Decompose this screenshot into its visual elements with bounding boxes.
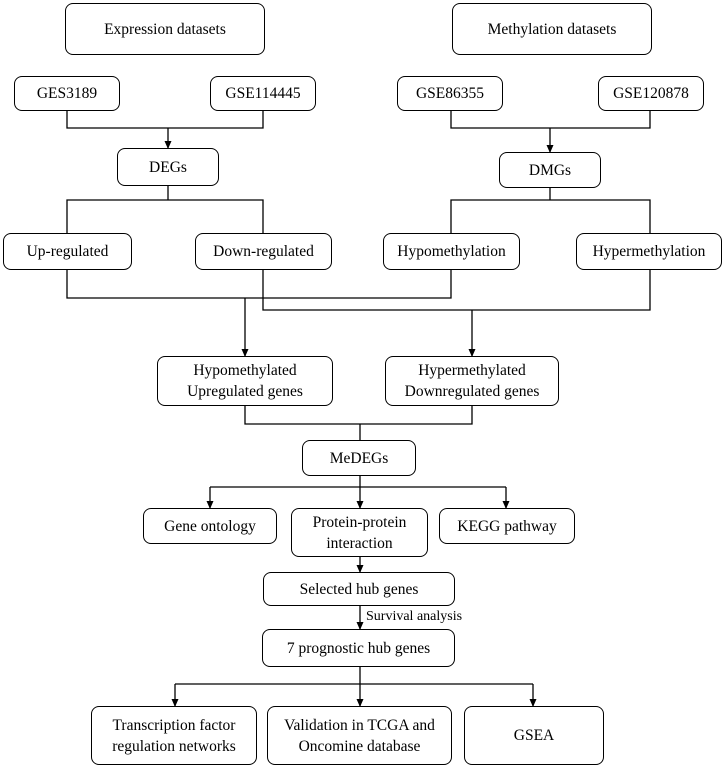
gsea-label: GSEA <box>513 727 555 744</box>
transcription-factor-box: Transcription factor regulation networks <box>91 706 257 765</box>
hypermethylation-box: Hypermethylation <box>576 233 722 270</box>
dmgs-box: DMGs <box>499 152 601 188</box>
gene-ontology-label: Gene ontology <box>164 517 256 535</box>
validation-line2: Oncomine database <box>298 737 421 755</box>
kegg-pathway-label: KEGG pathway <box>457 517 557 535</box>
down-regulated-box: Down-regulated <box>195 233 332 270</box>
degs-box: DEGs <box>117 148 219 186</box>
connector-datasets-to-dmgs <box>450 110 651 129</box>
gse114445-box: GSE114445 <box>210 76 316 111</box>
connector-merge-medegs <box>244 406 473 425</box>
hypermethylated-line1: Hypermethylated <box>418 362 526 379</box>
selected-hub-genes-label: Selected hub genes <box>299 580 419 598</box>
up-regulated-label: Up-regulated <box>26 243 109 260</box>
down-regulated-label: Down-regulated <box>213 243 314 260</box>
prognostic-hub-genes-box: 7 prognostic hub genes <box>262 629 455 667</box>
ppi-line2: interaction <box>326 534 393 552</box>
expression-datasets-box: Expression datasets <box>65 3 265 55</box>
gene-ontology-box: Gene ontology <box>143 508 277 544</box>
tf-line1: Transcription factor <box>112 716 236 734</box>
dmgs-label: DMGs <box>528 161 572 179</box>
ges3189-label: GES3189 <box>36 85 98 102</box>
validation-box: Validation in TCGA and Oncomine database <box>267 706 452 765</box>
medegs-box: MeDEGs <box>302 440 416 476</box>
tf-line2: regulation networks <box>112 737 236 755</box>
hypomethylated-line1: Hypomethylated <box>193 362 297 379</box>
hypomethylation-box: Hypomethylation <box>383 233 520 270</box>
ges3189-box: GES3189 <box>14 76 120 111</box>
prognostic-hub-genes-label: 7 prognostic hub genes <box>286 639 431 657</box>
up-regulated-box: Up-regulated <box>3 233 132 270</box>
gse120878-box: GSE120878 <box>598 76 704 111</box>
gse120878-label: GSE120878 <box>613 85 689 102</box>
protein-protein-interaction-box: Protein-protein interaction <box>291 508 428 557</box>
selected-hub-genes-box: Selected hub genes <box>263 572 455 606</box>
hypermethylated-line2: Downregulated genes <box>404 383 540 400</box>
gse86355-box: GSE86355 <box>397 76 503 111</box>
degs-label: DEGs <box>149 158 187 176</box>
medegs-label: MeDEGs <box>329 449 389 467</box>
survival-analysis-label: Survival analysis <box>366 609 463 624</box>
connector-down-hyper <box>262 270 651 311</box>
connector-degs-split <box>66 199 264 233</box>
gse86355-label: GSE86355 <box>415 85 485 102</box>
hypomethylation-label: Hypomethylation <box>397 243 506 260</box>
hypermethylation-label: Hypermethylation <box>592 243 706 260</box>
gsea-box: GSEA <box>464 706 604 765</box>
connector-datasets-to-degs <box>66 110 264 129</box>
expression-datasets-label: Expression datasets <box>104 20 226 38</box>
validation-line1: Validation in TCGA and <box>284 716 435 734</box>
hypermethylated-downregulated-box: Hypermethylated Downregulated genes <box>385 356 559 406</box>
kegg-pathway-box: KEGG pathway <box>439 508 575 544</box>
methylation-datasets-label: Methylation datasets <box>487 20 617 38</box>
ppi-line1: Protein-protein <box>312 513 407 531</box>
gse114445-label: GSE114445 <box>225 85 301 102</box>
connector-dmgs-split <box>450 199 651 233</box>
hypomethylated-line2: Upregulated genes <box>187 383 303 400</box>
methylation-datasets-box: Methylation datasets <box>452 3 652 55</box>
hypomethylated-upregulated-box: Hypomethylated Upregulated genes <box>157 356 333 406</box>
connector-up-hypo <box>66 270 452 299</box>
